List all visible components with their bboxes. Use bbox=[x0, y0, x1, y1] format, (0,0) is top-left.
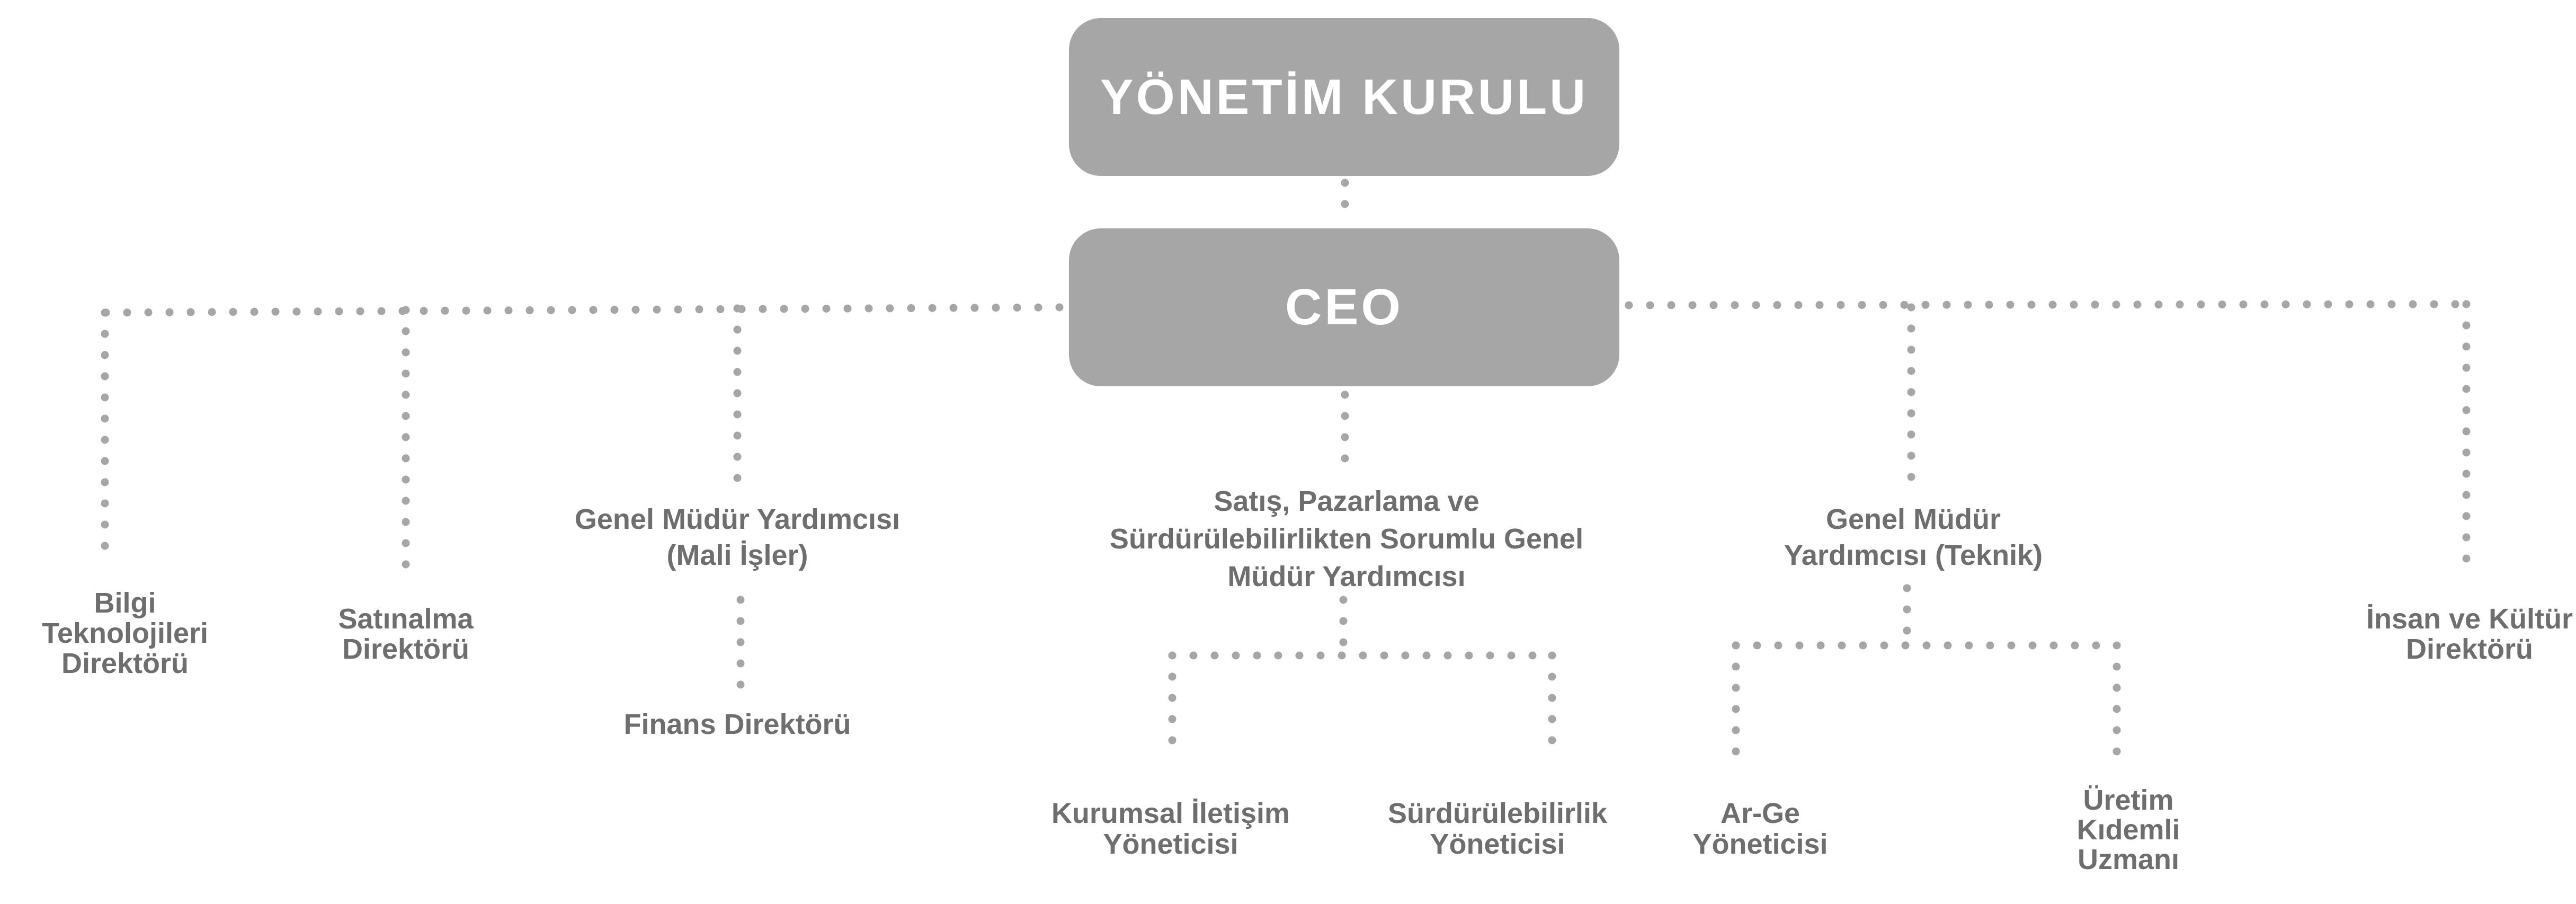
node-line: Finans Direktörü bbox=[623, 708, 851, 740]
node-bilgi-teknolojileri: Bilgi Teknolojileri Direktörü bbox=[42, 588, 208, 679]
node-line: Ar-Ge bbox=[1720, 797, 1800, 829]
connector-right-horizontal bbox=[1625, 300, 2471, 309]
board-box: YÖNETİM KURULU bbox=[1069, 18, 1619, 176]
node-finans: Finans Direktörü bbox=[623, 706, 851, 742]
node-line: Üretim bbox=[2083, 784, 2174, 816]
node-arge: Ar-Ge Yöneticisi bbox=[1692, 798, 1828, 859]
node-gmy-mali: Genel Müdür Yardımcısı (Mali İşler) bbox=[575, 501, 900, 573]
node-line: Genel Müdür bbox=[1825, 503, 2001, 535]
node-line: Yöneticisi bbox=[1103, 828, 1238, 860]
node-line: Yöneticisi bbox=[1430, 828, 1565, 860]
node-line: Yardımcısı (Teknik) bbox=[1784, 539, 2043, 571]
node-line: Satınalma bbox=[338, 603, 474, 635]
ceo-label: CEO bbox=[1285, 279, 1404, 335]
node-insan-kultur: İnsan ve Kültür Direktörü bbox=[2366, 604, 2573, 664]
node-line: Teknolojileri bbox=[41, 617, 209, 649]
node-line: Direktörü bbox=[342, 633, 470, 665]
node-line: Müdür Yardımcısı bbox=[1227, 561, 1466, 592]
connector-left-horizontal bbox=[101, 303, 1064, 317]
node-kurumsal-iletisim: Kurumsal İletişim Yöneticisi bbox=[1051, 798, 1290, 859]
node-line: Direktörü bbox=[2405, 633, 2534, 665]
node-line: Direktörü bbox=[61, 648, 189, 679]
node-satinalma: Satınalma Direktörü bbox=[338, 604, 473, 664]
node-line: Genel Müdür Yardımcısı bbox=[574, 503, 901, 535]
node-gmy-teknik: Genel Müdür Yardımcısı (Teknik) bbox=[1784, 501, 2043, 573]
node-surdurulebilirlik: Sürdürülebilirlik Yöneticisi bbox=[1388, 798, 1607, 859]
node-line: Uzmanı bbox=[2077, 844, 2180, 875]
node-line: Satış, Pazarlama ve bbox=[1214, 485, 1479, 517]
board-label: YÖNETİM KURULU bbox=[1100, 69, 1589, 125]
ceo-box: CEO bbox=[1069, 228, 1619, 386]
node-uretim: Üretim Kıdemli Uzmanı bbox=[2076, 785, 2180, 874]
node-line: Sürdürülebilirlik bbox=[1387, 797, 1608, 829]
node-satis-gmy: Satış, Pazarlama ve Sürdürülebilirlikten… bbox=[1110, 483, 1583, 596]
node-line: (Mali İşler) bbox=[666, 539, 808, 571]
node-line: İnsan ve Kültür bbox=[2366, 603, 2573, 635]
node-line: Kıdemli bbox=[2076, 814, 2180, 846]
node-line: Sürdürülebilirlikten Sorumlu Genel bbox=[1109, 523, 1584, 555]
node-line: Yöneticisi bbox=[1692, 828, 1828, 860]
node-line: Kurumsal İletişim bbox=[1051, 797, 1290, 829]
node-line: Bilgi bbox=[94, 587, 156, 619]
